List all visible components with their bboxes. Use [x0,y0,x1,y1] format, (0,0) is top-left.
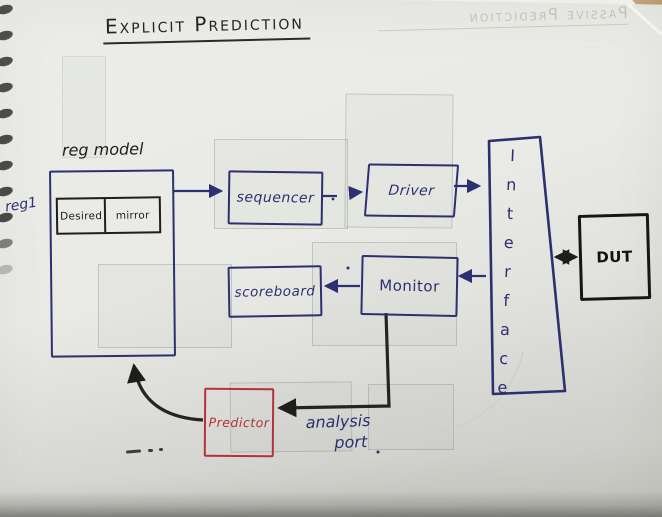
predictor-label: Predictor [208,414,270,431]
monitor-label: Monitor [379,276,440,296]
driver-box: Driver [363,163,460,218]
predictor-box: Predictor [203,387,275,458]
scoreboard-label: scoreboard [234,282,316,301]
analysis-port-label: analysis port [305,411,371,453]
monitor-box: Monitor [360,254,459,318]
dut-label: DUT [596,247,633,267]
reg1-note: reg1 [3,194,39,216]
dut-box: DUT [577,213,652,301]
scoreboard-box: scoreboard [227,265,323,318]
desired-mirror-box: Desired mirror [55,196,162,235]
reg-model-label: reg model [61,139,144,160]
analysis-port-line2: port [334,432,368,453]
stray-ink-mark [125,448,170,454]
pencil-bleed-rect [62,56,106,158]
pencil-bleed-rect [98,264,232,348]
sequencer-label: sequencer [236,189,315,207]
page-title: Explicit Prediction [102,9,311,45]
pencil-bleed-rect [214,139,348,229]
analysis-port-line1: analysis [305,410,371,433]
mirror-cell: mirror [115,208,150,222]
sequencer-box: sequencer [227,170,324,226]
interface-label: Interface [492,145,523,408]
desired-cell: Desired [57,199,107,233]
driver-label: Driver [387,182,436,199]
